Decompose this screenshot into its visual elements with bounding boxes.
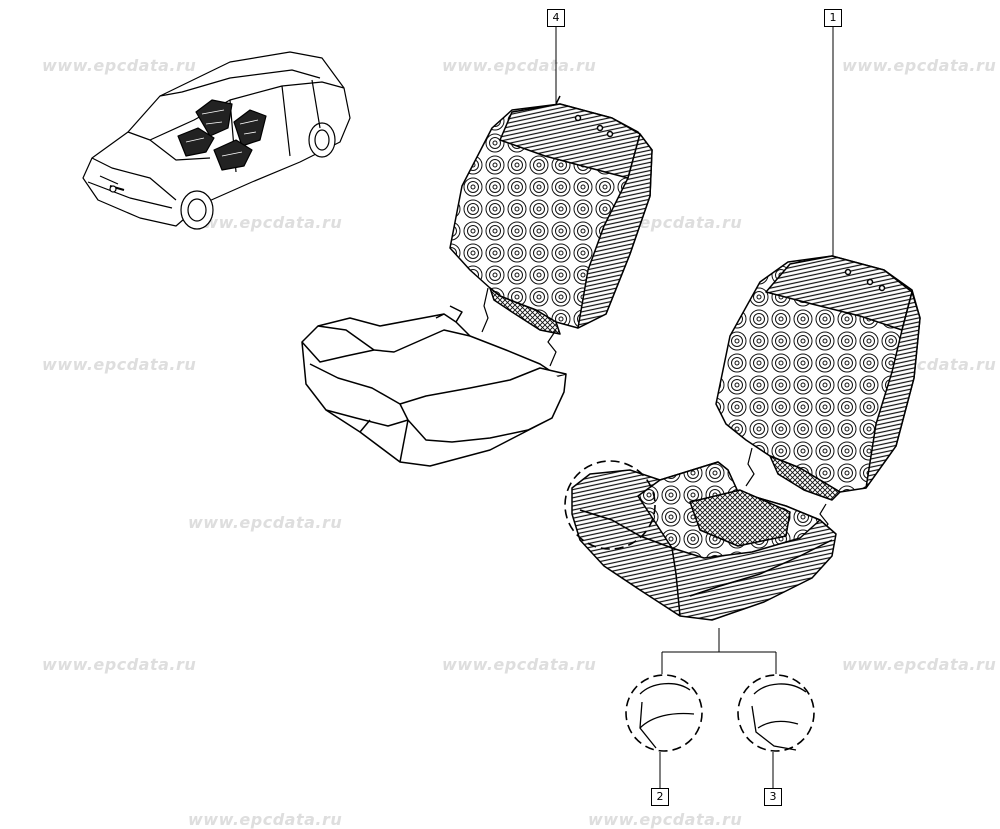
- car-thumbnail-icon: [82, 51, 351, 230]
- seat-assembly-cushion[interactable]: [571, 461, 837, 621]
- seat-cushion-cover-part[interactable]: [301, 305, 567, 467]
- backrest-strap: [481, 287, 557, 367]
- detail-view-3[interactable]: [737, 674, 815, 752]
- detail-view-2[interactable]: [625, 674, 703, 752]
- detail-circle-marker[interactable]: [564, 460, 656, 550]
- backrest-cover-part[interactable]: [449, 95, 653, 335]
- callout-3[interactable]: 3: [764, 788, 782, 806]
- leader-lines: [555, 26, 834, 788]
- callout-2[interactable]: 2: [651, 788, 669, 806]
- callout-4[interactable]: 4: [547, 9, 565, 27]
- seat-assembly-backrest[interactable]: [715, 255, 921, 501]
- callout-1[interactable]: 1: [824, 9, 842, 27]
